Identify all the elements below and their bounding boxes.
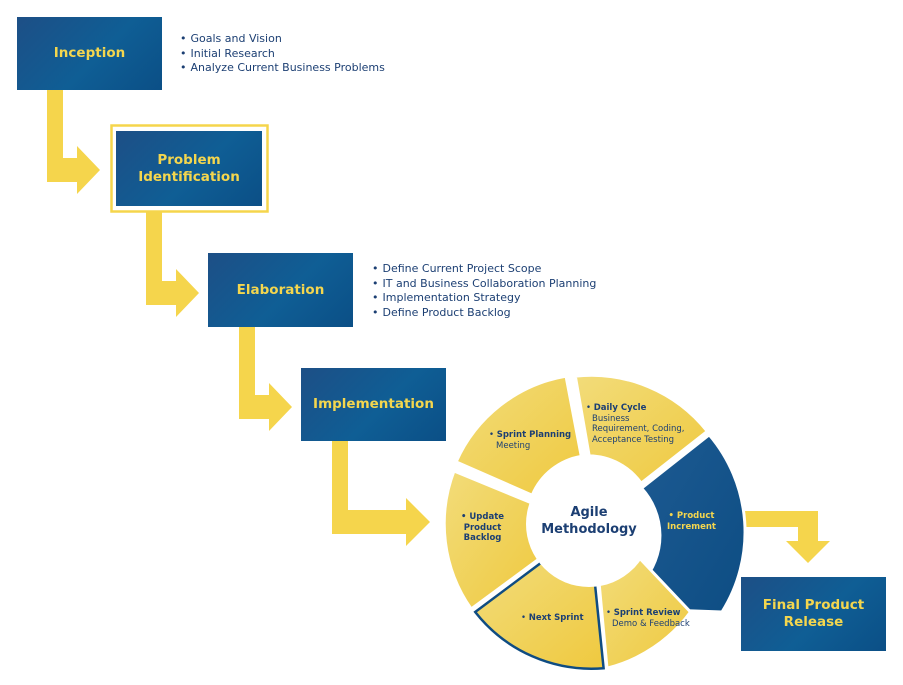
arrow-implementation-to-cycle <box>332 441 430 546</box>
arrow-cycle-to-release <box>730 511 830 563</box>
stage-final-label-line2: Release <box>783 614 844 630</box>
daily-cycle-sub2: Requirement, Coding, <box>592 424 685 434</box>
stage-final-label-line1: Final Product <box>762 597 865 613</box>
product-increment-title2: Increment <box>667 521 716 532</box>
elaboration-note: Implementation Strategy <box>372 291 596 306</box>
label-daily-cycle: • Daily Cycle Business Requirement, Codi… <box>586 403 685 445</box>
stage-problem-label-line1: Problem <box>157 151 221 168</box>
inception-notes: Goals and Vision Initial Research Analyz… <box>180 32 385 76</box>
label-next-sprint: • Next Sprint <box>521 613 584 623</box>
inception-note: Goals and Vision <box>180 32 385 47</box>
inception-note: Initial Research <box>180 47 385 62</box>
stage-inception-label: Inception <box>53 45 126 61</box>
sprint-review-sub: Demo & Feedback <box>612 618 690 629</box>
arrow-inception-to-problem <box>47 90 100 194</box>
label-sprint-planning: • Sprint Planning Meeting <box>489 430 572 451</box>
stage-implementation: Implementation <box>301 368 446 441</box>
cycle-center <box>526 461 652 587</box>
update-backlog-title3: Backlog <box>463 533 502 543</box>
stage-problem-identification: Problem Identification <box>116 131 262 206</box>
elaboration-notes: Define Current Project Scope IT and Busi… <box>372 262 597 321</box>
elaboration-note: Define Product Backlog <box>372 306 596 321</box>
label-product-increment: • Product Increment <box>667 511 716 532</box>
stage-final-release: Final Product Release <box>741 577 886 651</box>
update-backlog-title2: Product <box>463 522 502 533</box>
agile-methodology-title: Agile Methodology <box>535 504 643 538</box>
stage-elaboration-label: Elaboration <box>236 281 325 298</box>
daily-cycle-sub1: Business <box>592 413 630 424</box>
arrow-elaboration-to-implementation <box>239 327 292 431</box>
segment-product-increment <box>638 432 747 614</box>
arrow-problem-to-elaboration <box>146 212 199 317</box>
inception-note: Analyze Current Business Problems <box>180 61 385 76</box>
elaboration-note: Define Current Project Scope <box>372 262 596 277</box>
segment-sprint-planning <box>454 374 584 498</box>
agile-title-line2: Methodology <box>541 522 637 537</box>
update-backlog-title1: Update <box>469 512 505 522</box>
daily-cycle-title: Daily Cycle <box>593 403 647 413</box>
product-increment-title1: Product <box>676 511 715 521</box>
label-sprint-review: • Sprint Review Demo & Feedback <box>606 608 690 629</box>
daily-cycle-sub3: Acceptance Testing <box>592 434 675 445</box>
stage-inception: Inception <box>17 17 162 90</box>
problem-highlight-frame <box>110 124 269 213</box>
stage-implementation-label: Implementation <box>313 396 434 412</box>
label-update-backlog: • Update Product Backlog <box>461 512 505 543</box>
agile-title-line1: Agile <box>570 505 608 520</box>
elaboration-note: IT and Business Collaboration Planning <box>372 277 597 292</box>
sprint-planning-title: Sprint Planning <box>496 430 572 440</box>
segment-daily-cycle <box>573 373 710 486</box>
next-sprint-title: Next Sprint <box>528 613 584 623</box>
stage-elaboration: Elaboration <box>208 253 353 327</box>
stage-problem-label-line2: Identification <box>138 168 240 185</box>
sprint-planning-sub: Meeting <box>496 440 531 451</box>
sprint-review-title: Sprint Review <box>613 608 681 618</box>
agile-cycle-ring <box>442 373 747 671</box>
